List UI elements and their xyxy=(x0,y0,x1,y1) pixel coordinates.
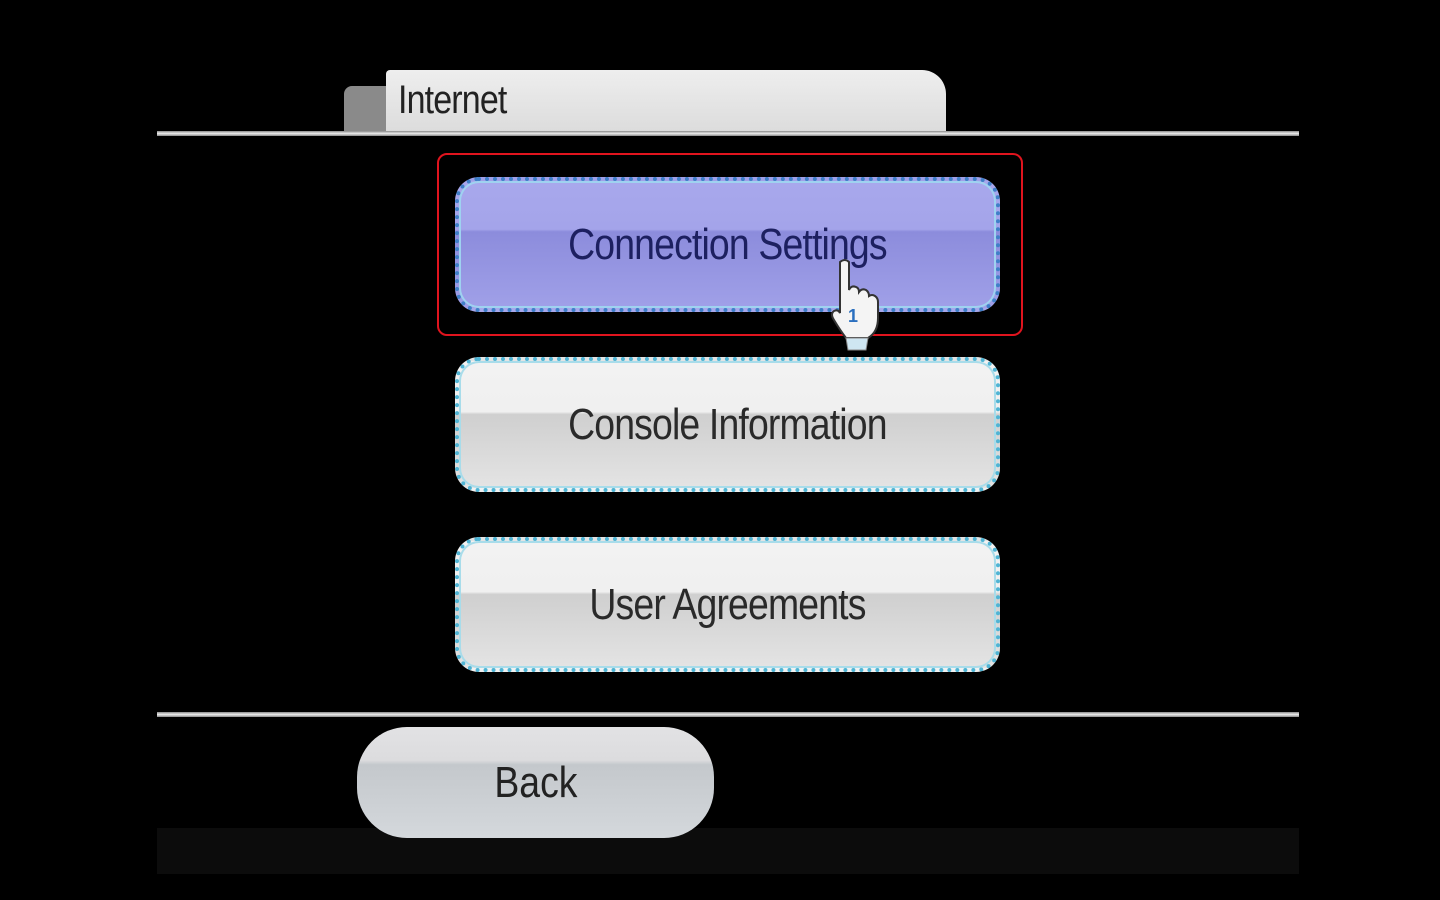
user-agreements-button[interactable]: User Agreements xyxy=(455,537,1000,672)
selection-highlight xyxy=(437,153,1023,336)
back-button[interactable]: Back xyxy=(357,727,714,838)
page-title: Internet xyxy=(398,78,507,122)
page-title-tab: Internet xyxy=(386,70,946,132)
button-label: Console Information xyxy=(568,399,887,449)
tab-edge xyxy=(344,86,394,132)
footer-bar xyxy=(157,828,1299,874)
button-label: Connection Settings xyxy=(568,219,887,269)
console-information-button[interactable]: Console Information xyxy=(455,357,1000,492)
bottom-divider xyxy=(157,712,1299,717)
connection-settings-button[interactable]: Connection Settings xyxy=(455,177,1000,312)
top-divider xyxy=(157,131,1299,136)
button-label: Back xyxy=(493,757,578,807)
hand-pointer-icon: 1 xyxy=(828,258,880,353)
button-label: User Agreements xyxy=(589,579,866,629)
player-number: 1 xyxy=(848,306,859,326)
